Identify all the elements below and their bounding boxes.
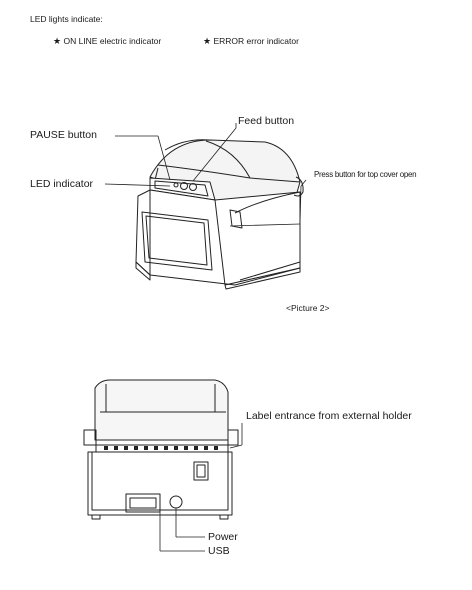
- top-cover-button-label: Press button for top cover open: [314, 170, 417, 179]
- power-port-label: Power: [208, 531, 238, 543]
- usb-port-label: USB: [208, 545, 230, 557]
- star-icon: ★: [203, 36, 212, 46]
- led-item-online: ★ ON LINE electric indicator: [53, 36, 161, 47]
- led-heading: LED lights indicate:: [30, 14, 103, 24]
- feed-button-label: Feed button: [238, 115, 295, 127]
- star-icon: ★: [53, 36, 62, 46]
- led-item-error-label: ERROR error indicator: [213, 36, 299, 46]
- figure-caption: <Picture 2>: [286, 303, 330, 313]
- led-indicator-label: LED indicator: [30, 178, 94, 190]
- label-entrance-label: Label entrance from external holder: [246, 410, 412, 422]
- led-item-error: ★ ERROR error indicator: [203, 36, 299, 47]
- led-item-online-label: ON LINE electric indicator: [63, 36, 162, 46]
- pause-button-label: PAUSE button: [30, 129, 97, 141]
